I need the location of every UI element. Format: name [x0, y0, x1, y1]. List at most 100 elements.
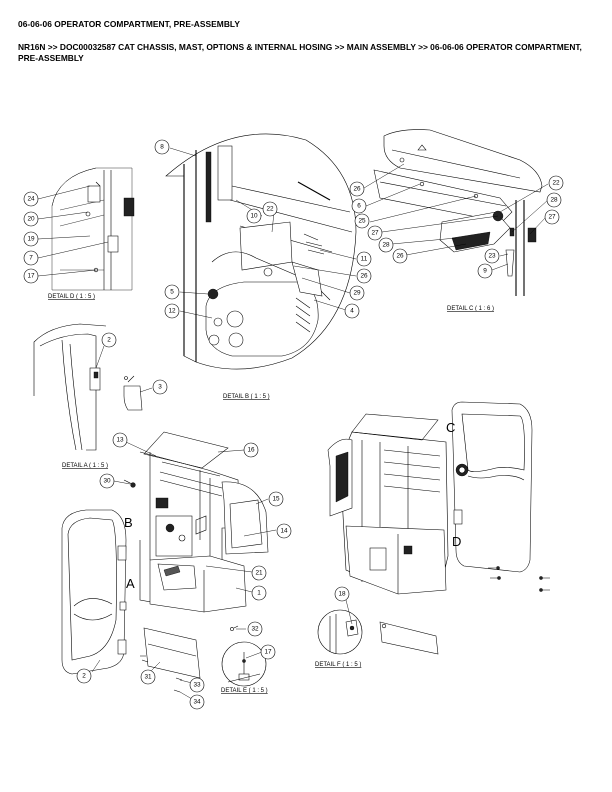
svg-text:19: 19 [27, 236, 35, 243]
callout-19: 19 [23, 231, 39, 247]
svg-text:14: 14 [280, 528, 288, 535]
svg-text:27: 27 [548, 214, 556, 221]
callout-5: 5 [164, 284, 180, 300]
callout-27: 27 [544, 209, 560, 225]
svg-text:12: 12 [168, 308, 176, 315]
callout-4: 4 [344, 303, 360, 319]
detail-e-drawing [221, 641, 267, 687]
svg-text:1: 1 [257, 590, 261, 597]
breadcrumb: NR16N >> DOC00032587 CAT CHASSIS, MAST, … [18, 42, 582, 63]
callout-17: 17 [23, 268, 39, 284]
callout-12: 12 [164, 303, 180, 319]
callout-24: 24 [23, 191, 39, 207]
callout-29: 29 [349, 285, 365, 301]
svg-text:24: 24 [27, 196, 35, 203]
callout-25: 25 [354, 213, 370, 229]
callout-3: 3 [152, 379, 168, 395]
svg-text:4: 4 [350, 308, 354, 315]
callout-7: 7 [23, 250, 39, 266]
callout-15: 15 [268, 491, 284, 507]
callout-21: 21 [251, 565, 267, 581]
callout-9: 9 [477, 263, 493, 279]
svg-text:15: 15 [272, 496, 280, 503]
svg-text:33: 33 [193, 682, 201, 689]
callout-20: 20 [23, 211, 39, 227]
svg-text:26: 26 [396, 253, 404, 260]
callout-14: 14 [276, 523, 292, 539]
detail-d-drawing [51, 167, 135, 291]
detail-c-caption: DETAIL C ( 1 : 6 ) [447, 306, 494, 312]
svg-text:13: 13 [116, 437, 124, 444]
svg-text:7: 7 [29, 255, 33, 262]
svg-text:20: 20 [27, 216, 35, 223]
callout-13: 13 [112, 432, 128, 448]
detail-f-caption: DETAIL F ( 1 : 5 ) [315, 662, 361, 668]
detail-b-drawing [165, 133, 357, 370]
callout-28: 28 [546, 192, 562, 208]
callout-26: 26 [349, 181, 365, 197]
callout-33: 33 [189, 677, 205, 693]
callout-23: 23 [484, 248, 500, 264]
detail-d-caption: DETAIL D ( 1 : 5 ) [48, 294, 95, 300]
callout-2: 2 [101, 332, 117, 348]
callout-8: 8 [154, 139, 170, 155]
callout-32: 32 [247, 621, 263, 637]
detail-a-drawing [33, 323, 143, 451]
callout-6: 6 [351, 198, 367, 214]
callout-22: 22 [548, 175, 564, 191]
view-d-letter: D [452, 534, 461, 549]
callout-2: 2 [76, 668, 92, 684]
callout-26: 26 [356, 268, 372, 284]
detail-e-caption: DETAIL E ( 1 : 5 ) [221, 688, 268, 694]
detail-a-caption: DETAIL A ( 1 : 5 ) [62, 463, 108, 469]
svg-text:22: 22 [552, 180, 560, 187]
callout-30: 30 [99, 473, 115, 489]
svg-text:23: 23 [488, 253, 496, 260]
svg-text:21: 21 [255, 570, 263, 577]
view-a-letter: A [126, 576, 135, 591]
svg-text:10: 10 [250, 213, 258, 220]
detail-c-drawing [373, 129, 543, 296]
callout-16: 16 [243, 442, 259, 458]
svg-text:30: 30 [103, 478, 111, 485]
svg-text:9: 9 [483, 268, 487, 275]
svg-text:27: 27 [371, 230, 379, 237]
svg-text:11: 11 [361, 256, 368, 263]
main-assembly-drawing [61, 431, 269, 693]
callout-18: 18 [334, 586, 350, 602]
svg-text:32: 32 [251, 626, 259, 633]
svg-text:16: 16 [247, 447, 255, 454]
detail-b-caption: DETAIL B ( 1 : 5 ) [223, 394, 270, 400]
view-c-letter: C [446, 420, 455, 435]
svg-text:17: 17 [264, 649, 272, 656]
svg-text:28: 28 [550, 197, 558, 204]
callout-28: 28 [378, 237, 394, 253]
leader-lines [37, 147, 549, 700]
callout-1: 1 [251, 585, 267, 601]
callout-27: 27 [367, 225, 383, 241]
svg-text:2: 2 [82, 673, 86, 680]
svg-text:29: 29 [353, 290, 361, 297]
svg-text:3: 3 [158, 384, 162, 391]
page-title: 06-06-06 OPERATOR COMPARTMENT, PRE-ASSEM… [18, 19, 240, 29]
svg-text:2: 2 [107, 337, 111, 344]
svg-text:34: 34 [193, 699, 201, 706]
svg-text:5: 5 [170, 289, 174, 296]
callout-34: 34 [189, 694, 205, 710]
callout-10: 10 [246, 208, 262, 224]
callout-31: 31 [140, 669, 156, 685]
callout-11: 11 [356, 251, 372, 267]
svg-text:26: 26 [360, 273, 368, 280]
callout-22: 22 [262, 201, 278, 217]
svg-text:22: 22 [266, 206, 274, 213]
svg-text:8: 8 [160, 144, 164, 151]
svg-text:18: 18 [338, 591, 346, 598]
svg-text:25: 25 [358, 218, 366, 225]
view-b-letter: B [124, 515, 133, 530]
callout-26: 26 [392, 248, 408, 264]
right-assembly-drawing [327, 401, 550, 655]
callout-17: 17 [260, 644, 276, 660]
svg-text:31: 31 [144, 674, 152, 681]
svg-text:17: 17 [27, 273, 35, 280]
